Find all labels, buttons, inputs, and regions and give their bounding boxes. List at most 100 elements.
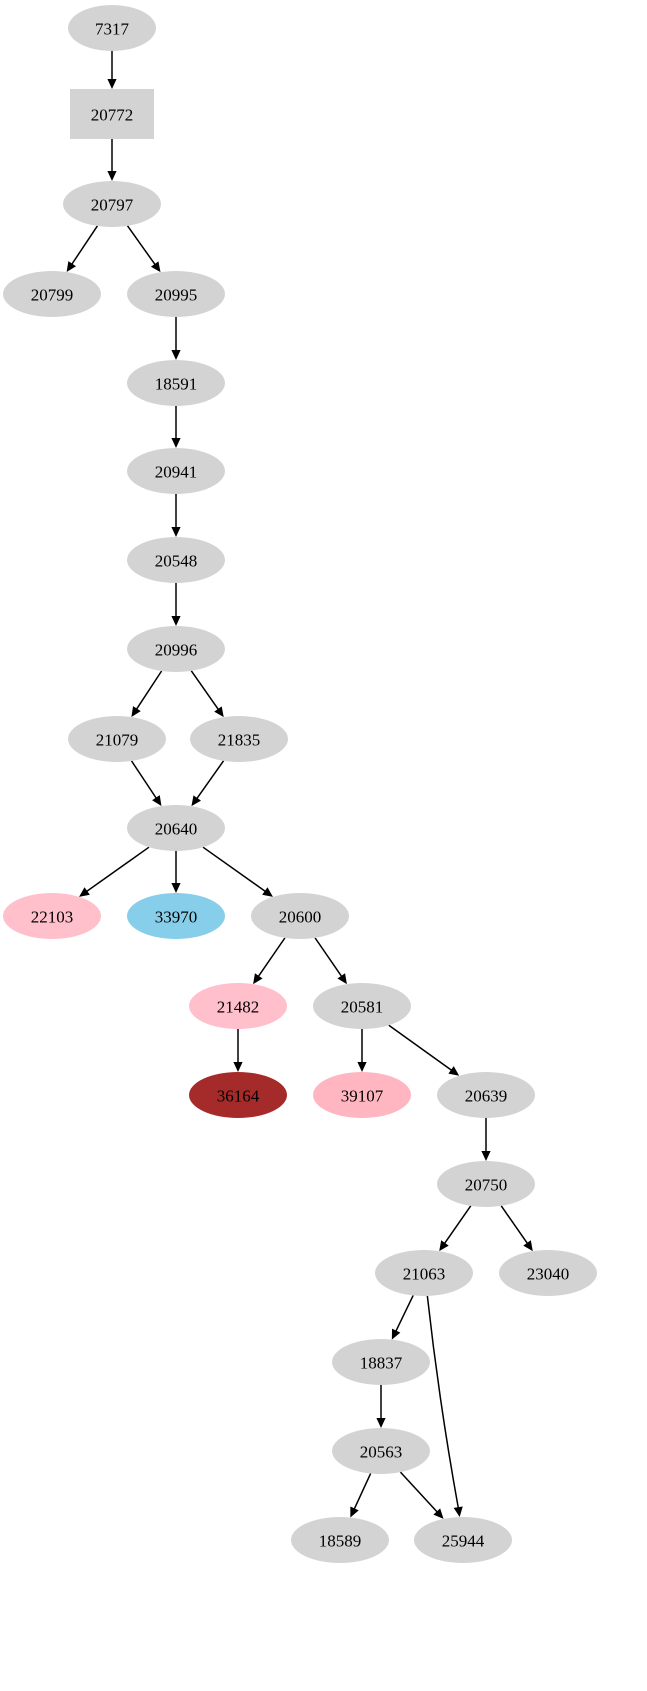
graph-node[interactable]: 20996 [127,626,225,672]
graph-node[interactable]: 20995 [127,271,225,317]
graph-edge [107,51,117,89]
arrowhead-icon [152,795,162,807]
arrowhead-icon [350,1506,359,1518]
node-ellipse-shape[interactable] [127,626,225,672]
node-ellipse-shape[interactable] [127,893,225,939]
graph-node[interactable]: 33970 [127,893,225,939]
edge-line [443,1205,472,1245]
graph-edge [191,760,225,807]
node-ellipse-shape[interactable] [68,716,166,762]
arrowhead-icon [453,1506,463,1518]
edge-line [126,225,156,266]
graph-edge [171,583,181,626]
graph-node[interactable]: 39107 [313,1072,411,1118]
node-box-shape[interactable] [70,89,154,139]
node-ellipse-shape[interactable] [3,271,101,317]
node-ellipse-shape[interactable] [63,181,161,227]
arrowhead-icon [171,883,181,893]
arrowhead-icon [107,171,117,181]
graph-node[interactable]: 20941 [127,448,225,494]
graph-node[interactable]: 21063 [375,1250,473,1296]
node-ellipse-shape[interactable] [313,1072,411,1118]
graph-node[interactable]: 36164 [189,1072,287,1118]
node-ellipse-shape[interactable] [127,271,225,317]
edge-line [196,760,225,800]
edge-line [86,846,150,893]
node-ellipse-shape[interactable] [437,1161,535,1207]
edge-line [500,1205,529,1245]
node-ellipse-shape[interactable] [127,448,225,494]
graph-node[interactable]: 18589 [291,1517,389,1563]
arrowhead-icon [391,1328,401,1340]
node-ellipse-shape[interactable] [332,1428,430,1474]
graph-node[interactable]: 20772 [70,89,154,139]
graph-node[interactable]: 21079 [68,716,166,762]
graph-node[interactable]: 20750 [437,1161,535,1207]
node-ellipse-shape[interactable] [127,805,225,851]
node-ellipse-shape[interactable] [127,360,225,406]
node-ellipse-shape[interactable] [127,537,225,583]
graph-node[interactable]: 20581 [313,983,411,1029]
node-ellipse-shape[interactable] [499,1250,597,1296]
arrowhead-icon [171,438,181,448]
graph-node[interactable]: 20799 [3,271,101,317]
node-ellipse-shape[interactable] [190,716,288,762]
edge-line [202,846,266,893]
edge-line [190,670,220,711]
edge-line [71,225,98,265]
graph-node[interactable]: 18591 [127,360,225,406]
graph-edge [233,1029,243,1072]
arrowhead-icon [523,1240,533,1252]
graph-node[interactable]: 23040 [499,1250,597,1296]
graph-node[interactable]: 21482 [189,983,287,1029]
node-ellipse-shape[interactable] [68,5,156,51]
arrowhead-icon [233,1062,243,1072]
graph-node[interactable]: 20600 [251,893,349,939]
node-ellipse-shape[interactable] [414,1517,512,1563]
edge-layer [66,51,533,1519]
arrowhead-icon [448,1066,460,1076]
edge-line [257,937,286,977]
arrowhead-icon [253,973,263,985]
node-ellipse-shape[interactable] [313,983,411,1029]
node-ellipse-shape[interactable] [437,1072,535,1118]
graph-node[interactable]: 21835 [190,716,288,762]
edge-line [135,670,163,710]
edge-line [353,1473,372,1510]
node-ellipse-shape[interactable] [189,1072,287,1118]
graph-node[interactable]: 20639 [437,1072,535,1118]
graph-edge [131,670,163,718]
node-ellipse-shape[interactable] [332,1339,430,1385]
graph-edge [314,937,347,985]
graph-node[interactable]: 7317 [68,5,156,51]
edge-line [426,1295,460,1509]
arrowhead-icon [439,1240,449,1252]
graph-edge [357,1029,367,1072]
graph-node[interactable]: 20797 [63,181,161,227]
node-ellipse-shape[interactable] [3,893,101,939]
arrowhead-icon [376,1418,386,1428]
node-ellipse-shape[interactable] [189,983,287,1029]
edge-line [314,937,343,977]
graph-node[interactable]: 25944 [414,1517,512,1563]
graph-node[interactable]: 22103 [3,893,101,939]
node-ellipse-shape[interactable] [291,1517,389,1563]
graph-edge [202,846,273,897]
arrowhead-icon [214,706,224,718]
graph-node[interactable]: 20640 [127,805,225,851]
arrowhead-icon [357,1062,367,1072]
graph-edge [107,139,117,181]
node-ellipse-shape[interactable] [375,1250,473,1296]
arrowhead-icon [131,706,141,718]
graph-node[interactable]: 18837 [332,1339,430,1385]
graph-edge [376,1385,386,1428]
arrowhead-icon [433,1508,444,1519]
arrowhead-icon [171,616,181,626]
node-ellipse-shape[interactable] [251,893,349,939]
graph-node[interactable]: 20548 [127,537,225,583]
graph-node[interactable]: 20563 [332,1428,430,1474]
edge-line [395,1295,414,1332]
graph-edge [391,1295,414,1340]
